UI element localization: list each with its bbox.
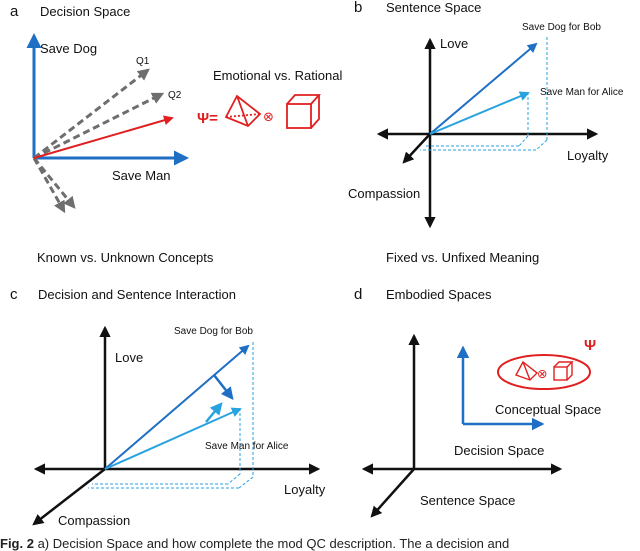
- tensor-product-icon: ⊗: [537, 367, 547, 381]
- vector-save-dog-for-bob: [104, 344, 250, 470]
- cube-icon: [286, 94, 322, 129]
- axis-label-loyalty: Loyalty: [284, 482, 326, 497]
- panel-c-title: Decision and Sentence Interaction: [38, 287, 236, 302]
- axis-compassion: [402, 133, 431, 164]
- vector-psi-state: [33, 115, 174, 159]
- axis-label-love: Love: [440, 36, 468, 51]
- panel-b-footer: Fixed vs. Unfixed Meaning: [386, 250, 539, 265]
- axis-label-save-dog: Save Dog: [40, 41, 97, 56]
- label-decision-space: Decision Space: [454, 443, 544, 458]
- figure-caption-label: Fig. 2: [0, 536, 34, 551]
- panel-a-title: Decision Space: [40, 4, 130, 19]
- axis-label-loyalty: Loyalty: [567, 148, 609, 163]
- psi-symbol: Ψ: [584, 337, 596, 354]
- label-save-dog-for-bob: Save Dog for Bob: [522, 22, 601, 33]
- projection-guides: [88, 342, 254, 489]
- axis-label-compassion: Compassion: [58, 513, 130, 528]
- label-sentence-space: Sentence Space: [420, 493, 515, 508]
- psi-symbol: Ψ=: [197, 110, 218, 127]
- figure-caption: Fig. 2 a) Decision Space and how complet…: [0, 536, 640, 551]
- panel-b-title: Sentence Space: [386, 0, 481, 15]
- axis-label-compassion: Compassion: [348, 186, 420, 201]
- vector-save-man-for-alice: [104, 407, 242, 470]
- vector-q1-negative: [32, 157, 76, 209]
- panel-b-letter: b: [354, 0, 362, 16]
- axis-label-save-man: Save Man: [112, 168, 171, 183]
- panel-d-letter: d: [354, 286, 362, 303]
- pyramid-icon: [224, 94, 262, 128]
- vector-q2: [33, 92, 165, 160]
- vector-save-dog-for-bob: [429, 42, 538, 135]
- vector-q1: [33, 68, 150, 160]
- cube-icon: [553, 361, 574, 381]
- axis-sentence: [370, 468, 415, 518]
- panel-b: b Sentence Space Love Loyalty Compassion…: [348, 0, 624, 265]
- label-conceptual-space: Conceptual Space: [495, 402, 601, 417]
- axis-label-love: Love: [115, 350, 143, 365]
- decision-projection-man: [205, 402, 223, 423]
- label-save-man-for-alice: Save Man for Alice: [540, 87, 624, 98]
- panel-d: d Embodied Spaces Ψ ⊗ Conceptual Space D…: [354, 286, 601, 518]
- pyramid-icon: [514, 360, 539, 381]
- tensor-product-icon: ⊗: [263, 109, 274, 124]
- panel-a-footer: Known vs. Unknown Concepts: [37, 250, 214, 265]
- psi-caption: Emotional vs. Rational: [213, 68, 342, 83]
- label-save-man-for-alice: Save Man for Alice: [205, 441, 289, 452]
- panel-c: c Decision and Sentence Interaction Love…: [10, 286, 326, 528]
- panel-d-title: Embodied Spaces: [386, 287, 492, 302]
- psi-ellipse: [497, 354, 591, 390]
- label-q2: Q2: [168, 90, 182, 101]
- axis-compassion: [32, 468, 106, 526]
- figure-caption-text: a) Decision Space and how complete the m…: [37, 536, 510, 551]
- label-q1: Q1: [136, 56, 150, 67]
- decision-projection-dog: [213, 374, 234, 400]
- label-save-dog-for-bob: Save Dog for Bob: [174, 326, 253, 337]
- panel-a: a Decision Space Save Dog Save Man Q1 Q2…: [10, 3, 342, 265]
- panel-c-letter: c: [10, 286, 18, 303]
- vector-save-man-for-alice: [429, 91, 530, 135]
- figure-canvas: a Decision Space Save Dog Save Man Q1 Q2…: [10, 0, 624, 528]
- panel-a-letter: a: [10, 3, 19, 20]
- vector-q2-negative: [32, 157, 66, 214]
